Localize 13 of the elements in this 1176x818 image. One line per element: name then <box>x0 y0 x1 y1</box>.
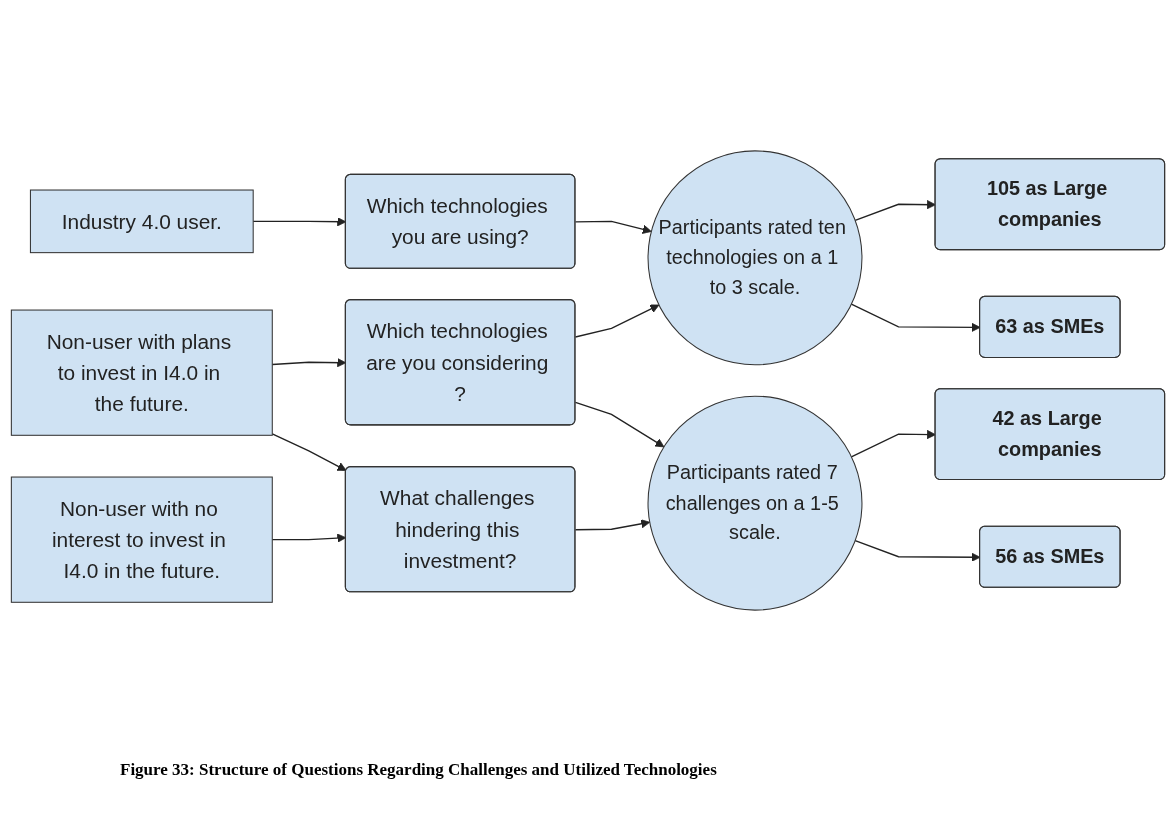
figure-caption: Figure 33: Structure of Questions Regarding Challenges and Utilized Technologies <box>120 760 717 780</box>
arrow <box>574 401 665 447</box>
arrow <box>574 220 652 234</box>
arrow <box>574 518 651 530</box>
node-circle: Participants rated ten technologies on a 1 to 3 scale. <box>647 149 863 365</box>
node-circle: Participants rated 7 challenges on a 1-5 scale. <box>647 395 863 611</box>
node-box: Non-user with no interest to invest in I4.0 in the future. <box>10 476 273 603</box>
node-box: Industry 4.0 user. <box>29 189 254 253</box>
node-box: Non-user with plans to invest in I4.0 in the future. <box>10 309 273 436</box>
arrow <box>574 304 660 338</box>
arrow <box>271 432 347 471</box>
arrow <box>850 429 936 457</box>
arrow <box>854 199 936 221</box>
